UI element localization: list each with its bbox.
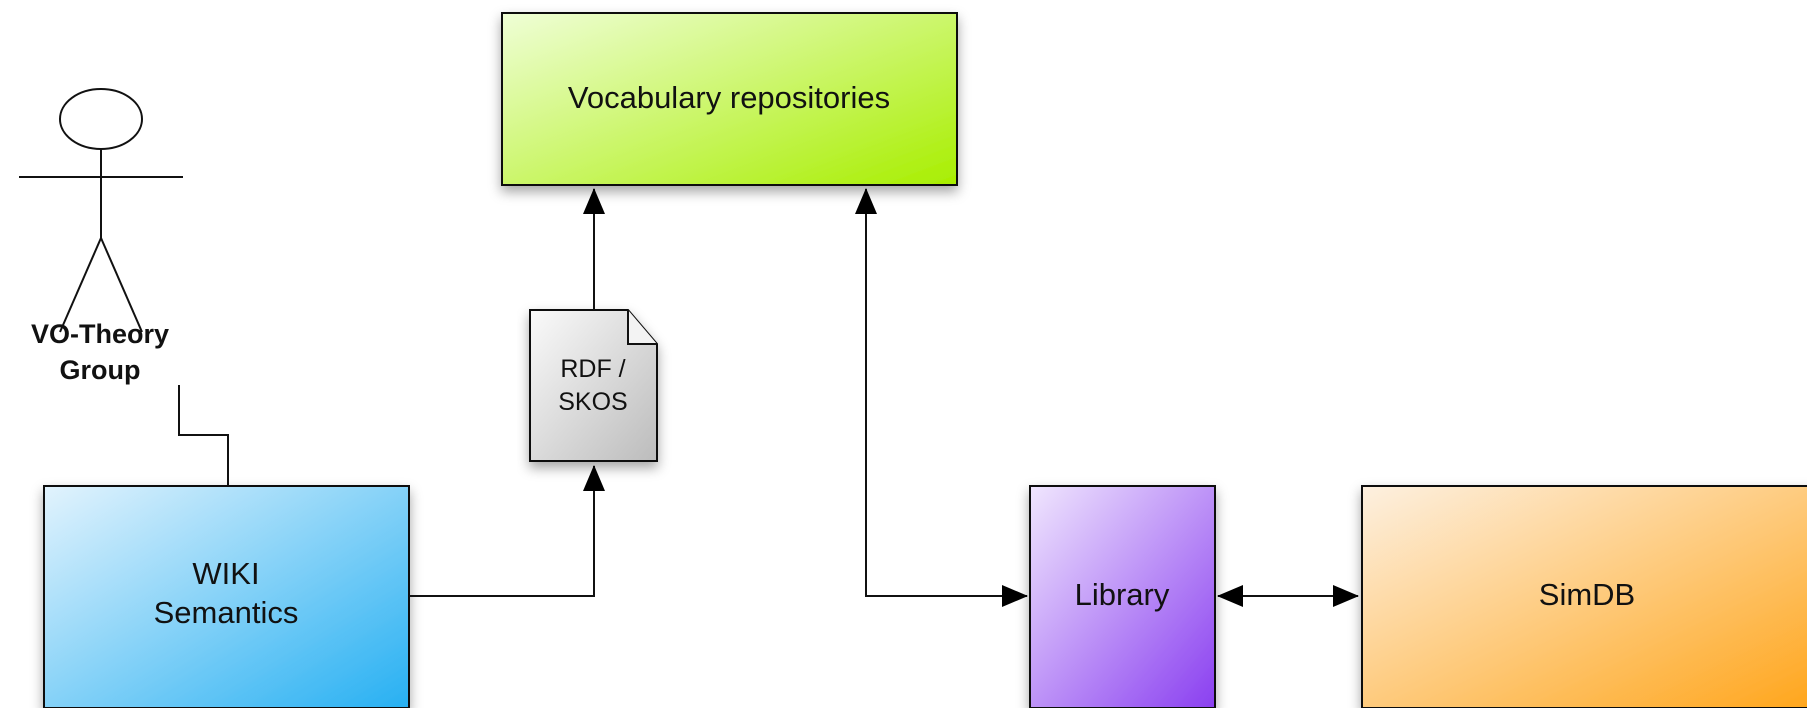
actor-right-leg: [100, 237, 143, 333]
document-folded-corner: [627, 310, 657, 345]
actor-stick-figure: [19, 88, 183, 333]
document-label-line1: RDF /: [560, 355, 625, 383]
document-label-line2: SKOS: [558, 388, 627, 416]
actor-head: [59, 88, 143, 150]
library-node: Library: [1029, 485, 1216, 708]
simdb-label: SimDB: [1539, 577, 1635, 612]
actor-label-line2: Group: [60, 355, 141, 385]
wiki-semantics-node: WIKI Semantics: [43, 485, 410, 708]
wiki-label-line1: WIKI: [192, 556, 259, 591]
library-label: Library: [1075, 577, 1170, 612]
actor-left-leg: [59, 237, 102, 333]
vocabulary-label: Vocabulary repositories: [568, 80, 890, 115]
actor-to-wiki-connector: [178, 385, 229, 486]
rdf-skos-document-node: RDF / SKOS: [529, 309, 658, 462]
wiki-to-document-arrow: [409, 465, 605, 597]
simdb-node: SimDB: [1361, 485, 1807, 708]
actor-label-line1: VO-Theory: [31, 319, 169, 349]
library-vocabulary-double-arrow: [855, 188, 1028, 607]
vocabulary-repositories-node: Vocabulary repositories: [501, 12, 958, 186]
wiki-label-line2: Semantics: [154, 595, 299, 630]
